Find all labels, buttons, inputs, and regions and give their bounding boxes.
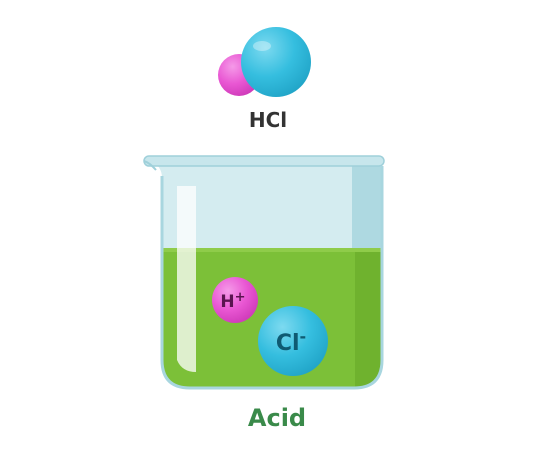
beaker-rim	[143, 155, 385, 167]
beaker-label: Acid	[248, 404, 306, 432]
chloride-ion-symbol: Cl	[276, 331, 300, 356]
chlorine-atom	[241, 27, 311, 97]
liquid-surface	[150, 248, 382, 252]
hcl-molecule	[218, 27, 311, 97]
hydrogen-ion-sphere	[212, 277, 258, 323]
svg-text:Cl-: Cl-	[276, 327, 306, 356]
chloride-ion: Cl-	[258, 306, 328, 376]
chlorine-atom-highlight	[253, 41, 271, 51]
chloride-ion-charge: -	[300, 327, 307, 346]
hydrogen-ion-symbol: H	[220, 292, 234, 312]
molecule-label: HCl	[249, 108, 287, 132]
svg-text:H+: H+	[220, 290, 245, 312]
glass-shade	[352, 160, 382, 250]
hydrogen-ion: H+	[212, 277, 258, 323]
chloride-ion-sphere	[258, 306, 328, 376]
beaker-spout	[143, 160, 157, 171]
hydrogen-ion-charge: +	[235, 290, 246, 305]
glass-highlight	[177, 186, 196, 372]
liquid-shade	[355, 250, 382, 388]
beaker-outline	[160, 166, 384, 390]
